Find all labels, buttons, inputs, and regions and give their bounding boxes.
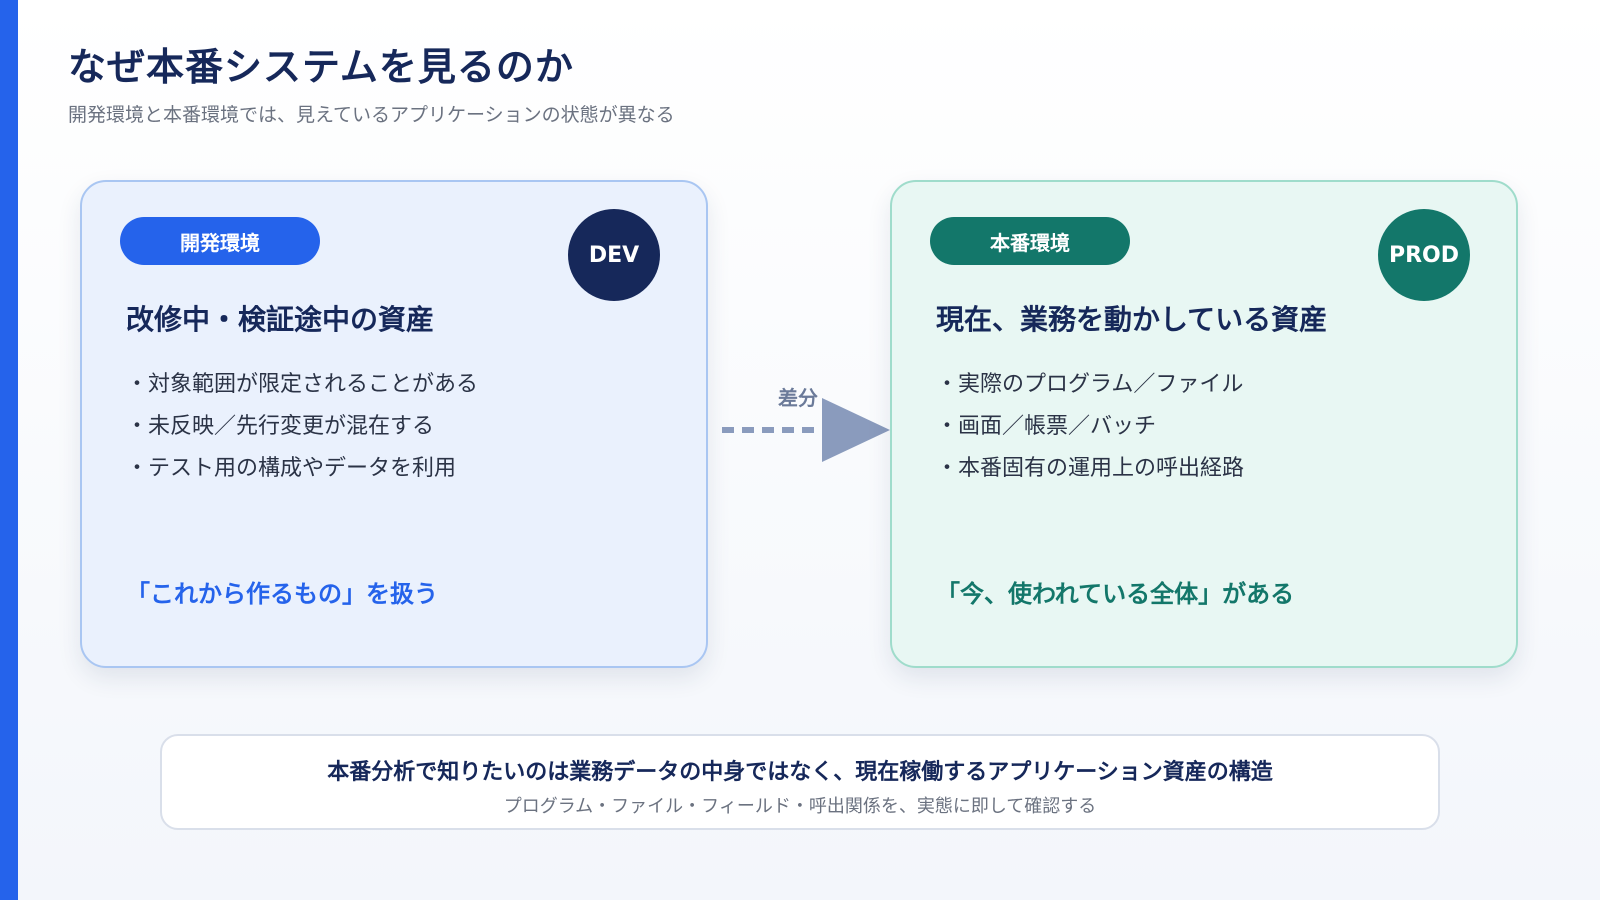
summary-box: 本番分析で知りたいのは業務データの中身ではなく、現在稼働するアプリケーション資産… (160, 734, 1440, 830)
prod-heading: 現在、業務を動かしている資産 (936, 303, 1328, 336)
dev-tagline: 「これから作るもの」を扱う (126, 580, 438, 608)
summary-sub: プログラム・ファイル・フィールド・呼出関係を、実態に即して確認する (503, 796, 1097, 817)
dev-heading: 改修中・検証途中の資産 (126, 303, 435, 336)
accent-bar (0, 0, 18, 900)
page-title: なぜ本番システムを見るのか (68, 45, 574, 89)
summary-main: 本番分析で知りたいのは業務データの中身ではなく、現在稼働するアプリケーション資産… (327, 760, 1273, 785)
prod-bullet: ・実際のプログラム／ファイル (936, 372, 1244, 397)
dev-bullet: ・未反映／先行変更が混在する (126, 414, 435, 439)
dev-bullet-list: ・対象範囲が限定されることがある ・未反映／先行変更が混在する ・テスト用の構成… (126, 364, 478, 490)
diff-arrow-icon (722, 398, 890, 462)
dev-card: 開発環境 DEV 改修中・検証途中の資産 ・対象範囲が限定されることがある ・未… (80, 180, 708, 668)
diff-label: 差分 (778, 386, 818, 410)
prod-bullet-list: ・実際のプログラム／ファイル ・画面／帳票／バッチ ・本番固有の運用上の呼出経路 (936, 364, 1244, 490)
dev-bullet: ・対象範囲が限定されることがある (126, 372, 479, 397)
page-subtitle: 開発環境と本番環境では、見えているアプリケーションの状態が異なる (68, 104, 675, 126)
dev-pill: 開発環境 (120, 217, 320, 265)
prod-tagline: 「今、使われている全体」がある (936, 580, 1295, 608)
dev-bullet: ・テスト用の構成やデータを利用 (126, 456, 457, 481)
prod-card: 本番環境 PROD 現在、業務を動かしている資産 ・実際のプログラム／ファイル … (890, 180, 1518, 668)
prod-pill: 本番環境 (930, 217, 1130, 265)
prod-bullet: ・画面／帳票／バッチ (936, 414, 1157, 439)
dev-badge: DEV (568, 209, 660, 301)
prod-badge: PROD (1378, 209, 1470, 301)
prod-bullet: ・本番固有の運用上の呼出経路 (936, 456, 1245, 481)
